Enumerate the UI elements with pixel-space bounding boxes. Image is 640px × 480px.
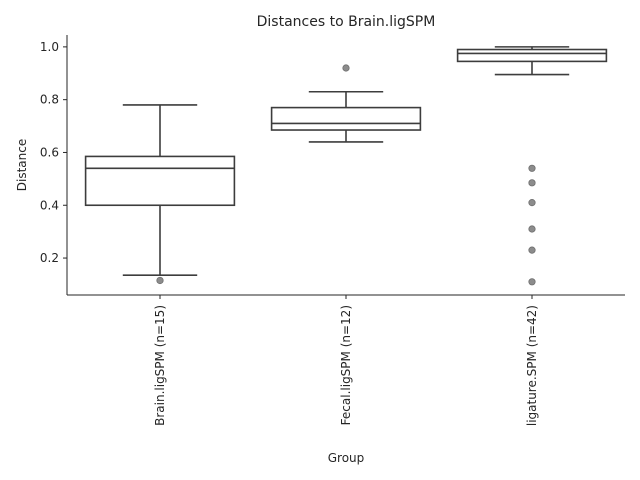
box-group [84, 104, 236, 285]
outlier-point [342, 64, 350, 72]
y-tick-label: 1.0 [40, 40, 59, 54]
x-tick-label: ligature.SPM (n=42) [525, 305, 539, 426]
box-group [270, 64, 422, 143]
y-tick-label: 0.6 [40, 145, 59, 159]
y-tick-label: 0.4 [40, 198, 59, 212]
box-group [456, 46, 608, 286]
x-axis-label: Group [328, 451, 365, 465]
plot-area [84, 46, 608, 286]
outlier-point [528, 199, 536, 207]
outlier-point [528, 225, 536, 233]
y-tick-label: 0.2 [40, 251, 59, 265]
chart-title: Distances to Brain.ligSPM [257, 14, 436, 30]
outlier-point [528, 246, 536, 254]
y-tick-label: 0.8 [40, 93, 59, 107]
outlier-point [528, 278, 536, 286]
y-axis-label: Distance [15, 139, 29, 191]
outlier-point [528, 179, 536, 187]
x-tick-label: Brain.ligSPM (n=15) [153, 305, 167, 426]
iqr-box [84, 155, 236, 207]
iqr-box [270, 106, 422, 131]
iqr-box [456, 48, 608, 63]
outlier-point [156, 276, 164, 285]
outlier-point [528, 164, 536, 172]
x-tick-label: Fecal.ligSPM (n=12) [339, 305, 353, 425]
